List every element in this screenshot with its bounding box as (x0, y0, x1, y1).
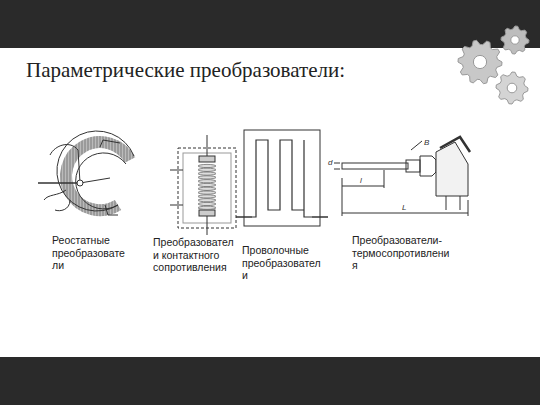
gear (458, 40, 502, 83)
dimension-letter: d (328, 158, 332, 167)
caption: Проволочные преобразователи (242, 244, 324, 282)
rheostat-drawing (38, 131, 134, 215)
caption: Преобразователи контактного сопротивлени… (153, 236, 235, 274)
gear (496, 72, 528, 104)
letterbox-bar (0, 357, 540, 405)
gear-hub (473, 55, 486, 68)
wire-gauge-drawing (236, 130, 328, 226)
gear (501, 26, 529, 54)
caption: Преобразователи-термосопротивления (352, 234, 452, 272)
thermoresistor-drawing (334, 137, 470, 216)
letterbox-bar (0, 0, 540, 48)
contact-resistance-drawing (170, 135, 236, 235)
gear-hub (507, 83, 517, 93)
gear-hub (511, 36, 519, 44)
caption: Реостатные преобразователи (52, 234, 130, 272)
dimension-letter: l (360, 176, 362, 185)
gear-decoration (458, 26, 529, 104)
slide-title: Параметрические преобразователи: (26, 58, 345, 83)
dimension-letter: B (424, 138, 429, 147)
dimension-letter: L (402, 203, 406, 212)
